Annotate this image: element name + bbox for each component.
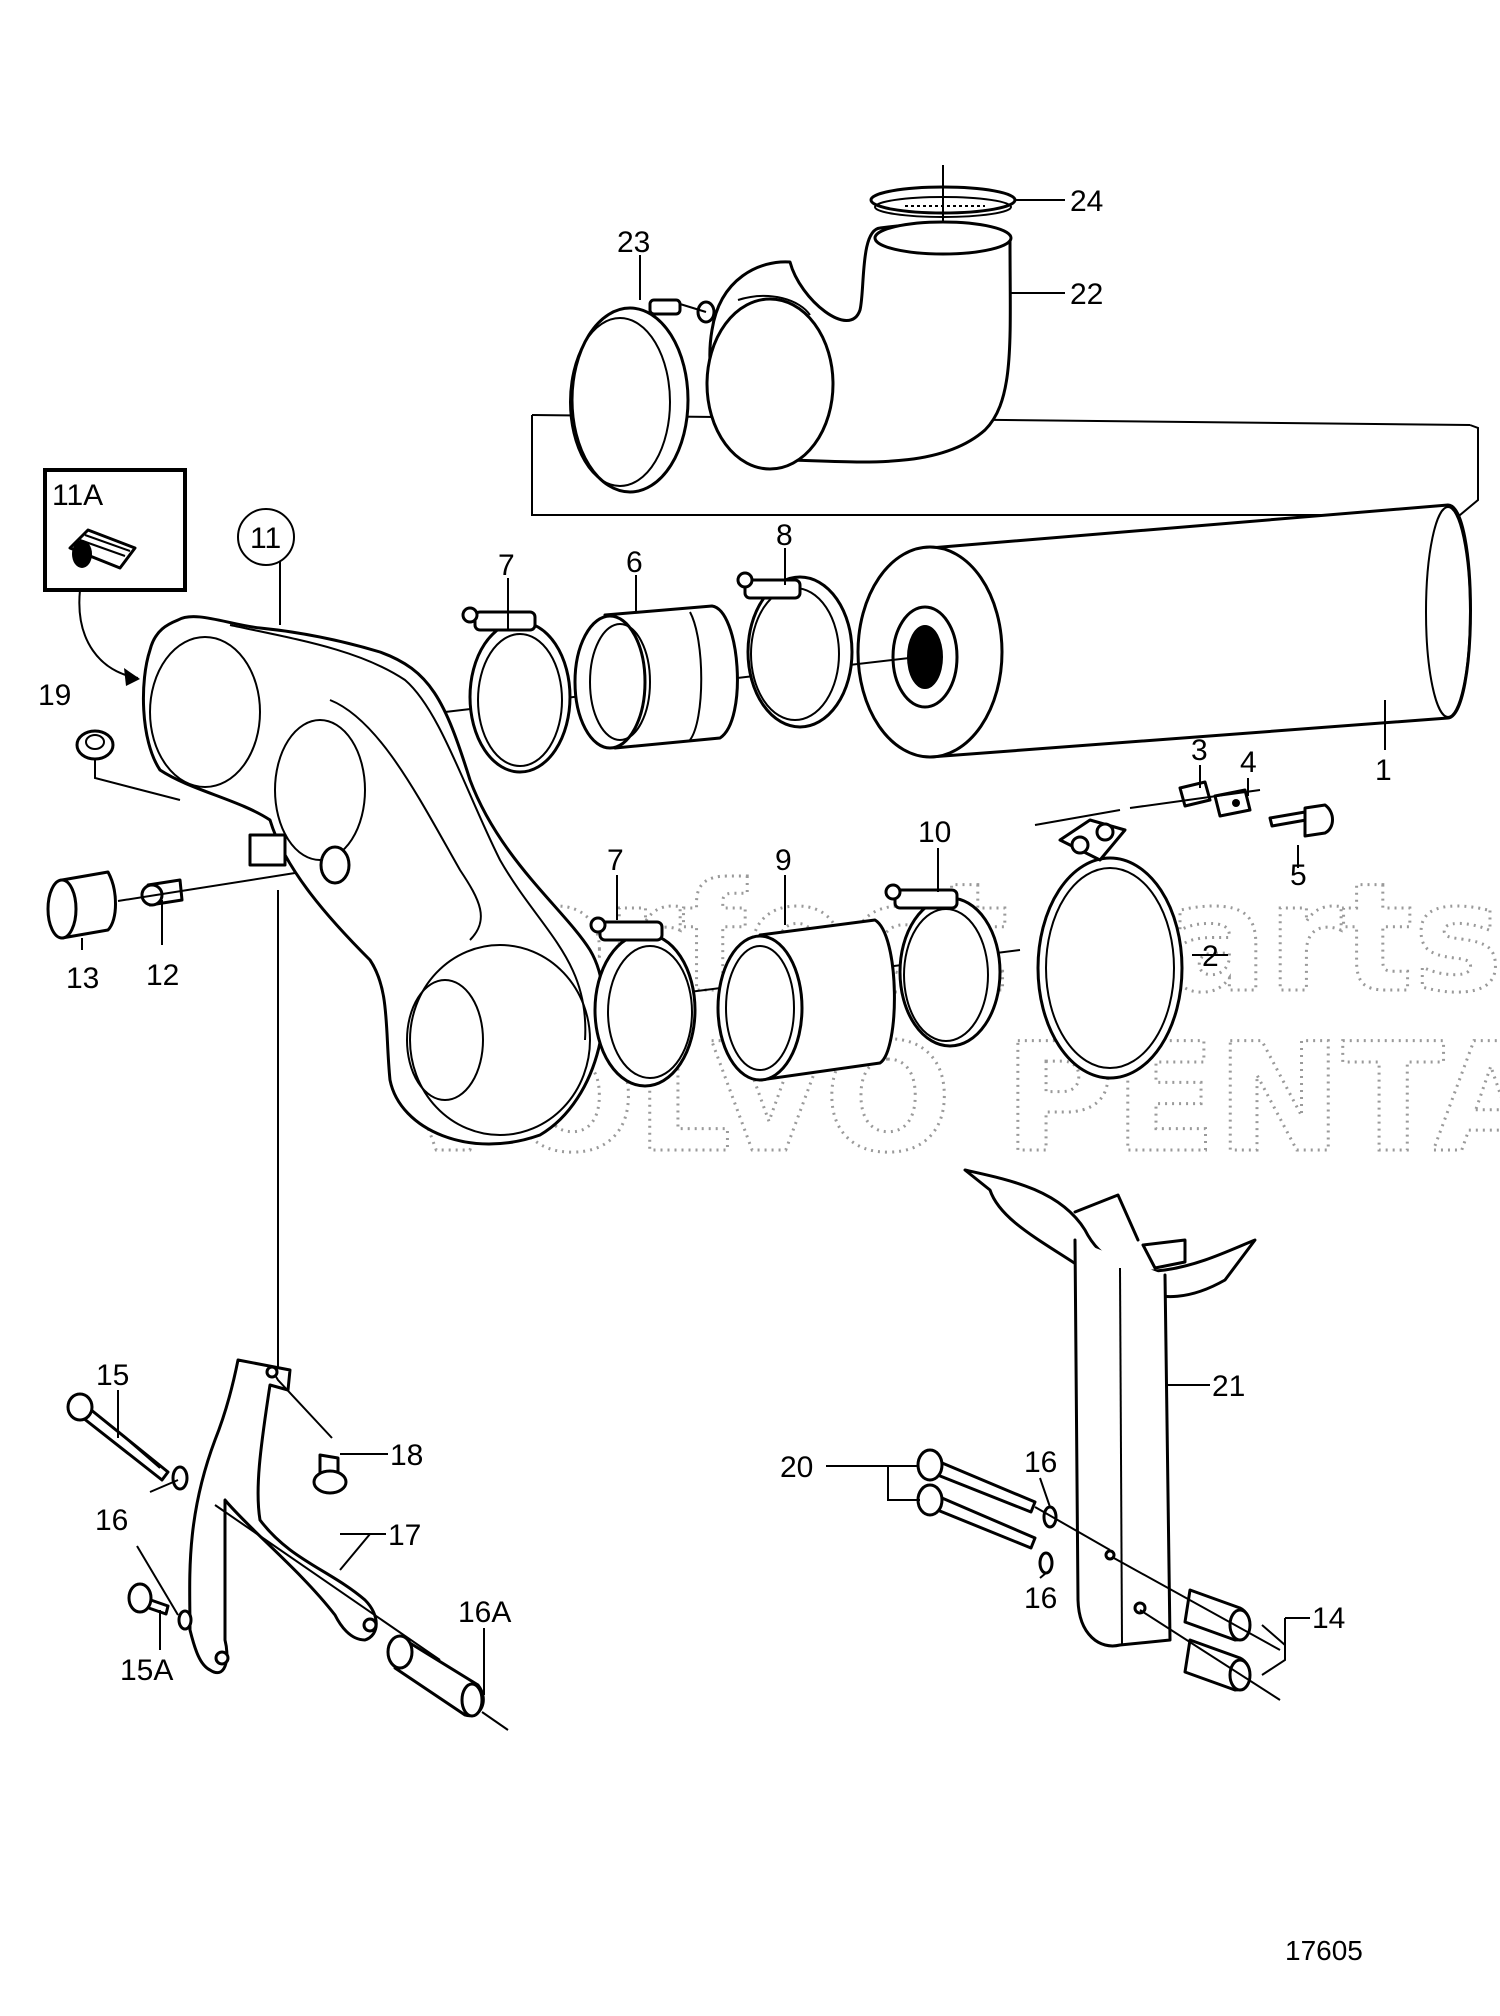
drawing-reference-number: 17605 [1285, 1935, 1363, 1966]
callout-2: 2 [1202, 940, 1219, 973]
bolt-15a [127, 1582, 170, 1616]
v-band-clamp-7-lower [589, 916, 697, 1088]
strap-clamp-2 [1034, 809, 1184, 1080]
callout-13: 13 [66, 962, 99, 995]
callout-18: 18 [390, 1439, 423, 1472]
exhaust-support-21 [963, 1168, 1257, 1648]
v-band-clamp-10 [884, 883, 1002, 1048]
callout-16-left: 16 [95, 1504, 128, 1537]
callout-16-right-upper: 16 [1024, 1446, 1057, 1479]
connecting-pipe-9 [716, 918, 896, 1082]
washer-16-right-lower [1038, 1551, 1054, 1575]
callout-7-upper: 7 [498, 549, 515, 582]
bolt-20-upper [916, 1448, 1037, 1514]
washer-15a [177, 1609, 193, 1631]
callout-12: 12 [146, 959, 179, 992]
bracket-17 [188, 1358, 378, 1674]
bolt-18 [312, 1453, 348, 1495]
spacer-3 [1178, 780, 1212, 808]
detail-box-11a [43, 468, 187, 686]
muffler-1 [856, 503, 1472, 759]
bolt-5 [1268, 803, 1334, 838]
callout-3: 3 [1191, 734, 1208, 767]
bolt-15 [66, 1392, 170, 1482]
callout-22: 22 [1070, 278, 1103, 311]
cap-13 [46, 870, 117, 940]
callout-15a: 15A [120, 1654, 173, 1687]
callout-4: 4 [1240, 746, 1257, 779]
callout-16-right-lower: 16 [1024, 1582, 1057, 1615]
hose-clamp-23 [569, 298, 716, 494]
callout-21: 21 [1212, 1370, 1245, 1403]
callout-6: 6 [626, 546, 643, 579]
spacer-16a [386, 1634, 485, 1718]
callout-19: 19 [38, 679, 71, 712]
threaded-insert-11a [68, 528, 137, 570]
callout-16a: 16A [458, 1596, 511, 1629]
callout-1: 1 [1375, 754, 1392, 787]
connecting-pipe-6 [573, 604, 739, 750]
callout-14: 14 [1312, 1602, 1345, 1635]
callout-circle-11 [237, 508, 295, 566]
v-band-clamp-8 [736, 571, 854, 729]
callout-11: 11 [250, 522, 281, 555]
callout-9: 9 [775, 844, 792, 877]
callout-labels: 24 22 23 11A 11 7 6 8 19 1 3 4 5 10 9 7 … [38, 185, 1392, 1687]
callout-24: 24 [1070, 185, 1103, 218]
washer-16-left [171, 1465, 189, 1491]
callout-leaders [81, 199, 1386, 1695]
nipple-fitting-12 [140, 878, 184, 907]
spacer-14-lower [1183, 1638, 1252, 1692]
callout-23: 23 [617, 226, 650, 259]
callout-8: 8 [776, 519, 793, 552]
callout-17: 17 [388, 1519, 421, 1552]
flange-nut-19 [75, 729, 181, 801]
belt-guard-11 [141, 615, 606, 1146]
callout-20: 20 [780, 1451, 813, 1484]
exhaust-elbow-22 [705, 220, 1013, 471]
callout-7-lower: 7 [607, 844, 624, 877]
callout-15: 15 [96, 1359, 129, 1392]
bolt-20-lower [916, 1483, 1037, 1550]
v-band-clamp-7-upper [461, 606, 572, 774]
callout-5: 5 [1290, 859, 1307, 892]
callout-11a: 11A [52, 479, 103, 512]
nut-4 [1213, 788, 1252, 818]
callout-10: 10 [918, 816, 951, 849]
